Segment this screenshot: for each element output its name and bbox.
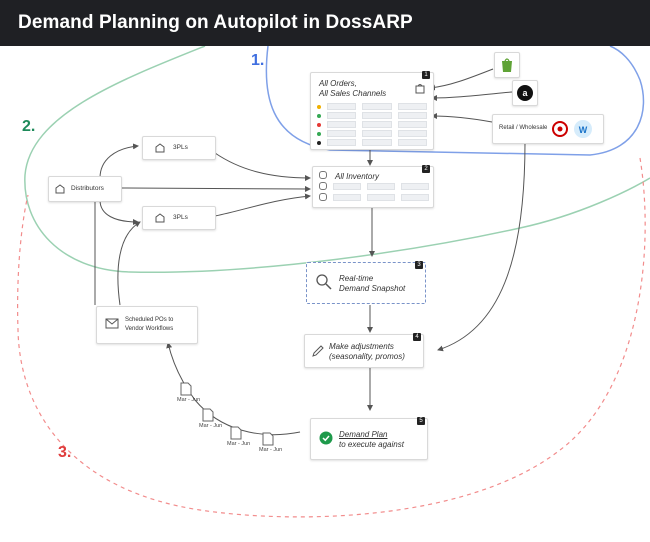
target-icon: [552, 121, 568, 137]
document-icon: [230, 426, 242, 440]
warehouse-icon: [155, 143, 165, 153]
step-three-label: 3.: [58, 444, 72, 461]
adjustments-line1: Make adjustments: [329, 342, 394, 351]
adjustments-label: Make adjustments (seasonality, promos): [329, 342, 405, 362]
inventory-rows: [319, 171, 429, 201]
po-doc-label: Mar - Jun: [227, 441, 251, 447]
warehouse-icon: [155, 213, 165, 223]
demand-plan-node: 5 Demand Plan to execute against: [310, 417, 428, 460]
orders-label: All Orders, All Sales Channels: [319, 79, 386, 99]
retail-wholesale-node: Retail / Wholesale W: [492, 114, 604, 144]
po-doc: Mar - Jun: [259, 432, 282, 453]
step-one-label: 1.: [251, 52, 265, 69]
scheduled-pos-node: Scheduled POs to Vendor Workflows: [96, 306, 198, 344]
warehouse-icon: [55, 184, 65, 194]
snapshot-line1: Real-time: [339, 274, 374, 283]
badge-2: 2: [422, 165, 430, 173]
step-two-region: [24, 45, 650, 273]
snapshot-node: 3 Real-time Demand Snapshot: [306, 261, 426, 304]
orders-line1: All Orders,: [319, 79, 357, 88]
page-title: Demand Planning on Autopilot in DossARP: [18, 12, 413, 33]
po-doc-label: Mar - Jun: [259, 447, 283, 453]
document-icon: [202, 408, 214, 422]
distributors-label: Distributors: [71, 185, 104, 192]
svg-text:a: a: [522, 88, 528, 98]
demand-plan-line2: to execute against: [339, 440, 404, 449]
badge-3: 3: [415, 261, 423, 269]
step-one-region: [265, 45, 645, 156]
scheduled-pos-label: Scheduled POs to Vendor Workflows: [125, 316, 173, 334]
scheduled-line1: Scheduled POs to: [125, 317, 174, 323]
check-icon: [319, 431, 333, 445]
amazon-icon: a: [517, 85, 533, 101]
po-doc-label: Mar - Jun: [199, 423, 223, 429]
badge-1: 1: [422, 71, 430, 79]
po-doc-label: Mar - Jun: [177, 397, 201, 403]
document-icon: [180, 382, 192, 396]
shopify-source: [494, 52, 520, 78]
shopify-icon: [502, 58, 512, 72]
amazon-source: a: [512, 80, 538, 106]
3pl-bottom-label: 3PLs: [173, 214, 188, 221]
snapshot-line2: Demand Snapshot: [339, 284, 406, 293]
mail-icon: [105, 318, 119, 329]
badge-4: 4: [413, 333, 421, 341]
demand-plan-label: Demand Plan to execute against: [339, 430, 404, 450]
orders-node: 1 All Orders, All Sales Channels: [310, 71, 434, 150]
pencil-icon: [312, 345, 324, 357]
po-doc: Mar - Jun: [199, 408, 222, 429]
retail-label: Retail / Wholesale: [499, 125, 548, 131]
step-two-label: 2.: [22, 118, 36, 135]
po-doc: Mar - Jun: [177, 382, 200, 403]
3pl-top-node: 3PLs: [142, 136, 216, 160]
snapshot-label: Real-time Demand Snapshot: [339, 274, 405, 294]
distributors-node: Distributors: [48, 176, 122, 202]
walmart-icon: W: [574, 120, 592, 138]
inventory-label: All Inventory: [335, 172, 380, 181]
demand-plan-line1: Demand Plan: [339, 430, 388, 439]
header-bar: Demand Planning on Autopilot in DossARP: [0, 0, 650, 46]
document-icon: [262, 432, 274, 446]
inventory-node: 2 All Inventory: [312, 165, 434, 208]
3pl-bottom-node: 3PLs: [142, 206, 216, 230]
scheduled-line2: Vendor Workflows: [125, 326, 174, 332]
orders-line2: All Sales Channels: [319, 89, 387, 98]
orders-table: [317, 103, 428, 146]
search-icon: [316, 274, 332, 290]
adjustments-line2: (seasonality, promos): [329, 352, 405, 361]
badge-5: 5: [417, 417, 425, 425]
adjustments-node: 4 Make adjustments (seasonality, promos): [304, 333, 424, 368]
3pl-top-label: 3PLs: [173, 144, 188, 151]
svg-text:W: W: [579, 125, 588, 135]
po-doc: Mar - Jun: [227, 426, 250, 447]
cart-icon: [415, 84, 425, 94]
